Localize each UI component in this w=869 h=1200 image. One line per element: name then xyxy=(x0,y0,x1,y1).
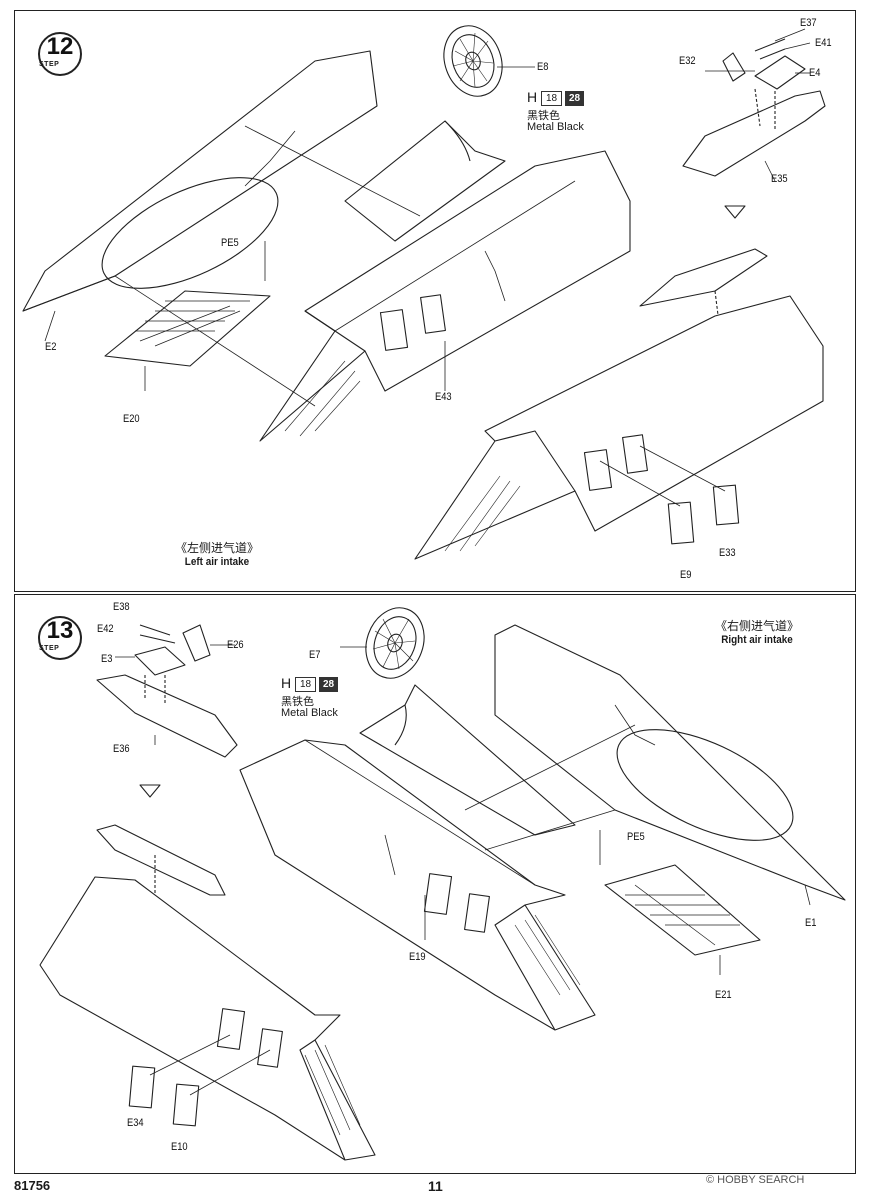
part-label: E20 xyxy=(123,413,140,425)
color-name-cn: 黑铁色 xyxy=(527,110,560,122)
duct-piece-2 xyxy=(359,684,576,836)
intake-title: 《左侧进气道》 Left air intake xyxy=(175,539,259,568)
step-13-badge: 13 STEP xyxy=(37,615,83,661)
arrow-down-2 xyxy=(139,784,161,798)
pod-mounted xyxy=(639,248,768,307)
part-label: E10 xyxy=(171,1141,188,1153)
part-label: E34 xyxy=(127,1117,144,1129)
part-e35-shape xyxy=(682,90,826,177)
color-code-a: 18 xyxy=(541,91,563,106)
part-label: E33 xyxy=(719,547,736,559)
intake-title-en: Right air intake xyxy=(721,634,793,646)
part-label: E37 xyxy=(800,17,817,29)
part-e7-fan xyxy=(365,607,425,679)
part-label: E8 xyxy=(537,61,549,73)
part-label: E38 xyxy=(113,601,130,613)
part-e10-shape xyxy=(172,1083,200,1127)
intake-assembled xyxy=(414,295,824,560)
step-number: 12 xyxy=(46,33,74,60)
part-label: E42 xyxy=(97,623,114,635)
e1-cutout xyxy=(616,729,794,841)
part-e34-shape xyxy=(128,1065,156,1109)
part-e36-shape xyxy=(96,674,238,758)
part-label: E26 xyxy=(227,639,244,651)
color-prefix: H xyxy=(281,675,292,691)
color-code-b: 28 xyxy=(565,91,585,106)
arrow-down-1 xyxy=(724,205,746,219)
step-circle-icon xyxy=(38,616,82,660)
step-13-drawing xyxy=(39,607,846,1161)
part-label: E1 xyxy=(805,917,817,929)
part-label: E4 xyxy=(809,67,821,79)
part-label: E35 xyxy=(771,173,788,185)
step-13-panel: 13 STEP H 18 28 黑铁色 Metal Black E38 E42 … xyxy=(14,594,856,1174)
watermark-logo: © HOBBY SEARCH xyxy=(706,1174,805,1186)
intake-assembled-2 xyxy=(39,876,376,1161)
part-e20-shape xyxy=(104,290,271,367)
color-name-en: Metal Black xyxy=(281,707,338,719)
part-e19-shape xyxy=(239,739,596,1031)
color-name-en: Metal Black xyxy=(527,121,584,133)
part-label: E32 xyxy=(679,55,696,67)
part-label: E2 xyxy=(45,341,57,353)
step-circle-icon xyxy=(38,32,82,76)
color-prefix: H xyxy=(527,89,538,105)
part-e2-shape xyxy=(22,50,378,312)
kit-number: 81756 xyxy=(14,1178,51,1193)
intake-title-cn: 《右侧进气道》 xyxy=(715,619,800,633)
color-code-b: 28 xyxy=(319,677,339,692)
part-label: E41 xyxy=(815,37,832,49)
step-number: 13 xyxy=(46,617,74,644)
part-e33-shape xyxy=(712,484,740,526)
intake-title: 《右侧进气道》 Right air intake xyxy=(715,617,799,646)
intake-title-en: Left air intake xyxy=(184,556,250,568)
step-word: STEP xyxy=(39,645,60,652)
color-name-cn: 黑铁色 xyxy=(281,696,314,708)
pod-mounted-2 xyxy=(96,824,226,896)
part-e9-shape xyxy=(667,501,695,545)
part-label: E36 xyxy=(113,743,130,755)
color-code-a: 18 xyxy=(295,677,317,692)
step-12-badge: 12 STEP xyxy=(37,31,83,77)
part-e1-shape xyxy=(494,624,846,901)
part-label: E7 xyxy=(309,649,321,661)
duct-piece xyxy=(344,120,506,242)
e2-cutout xyxy=(101,177,279,289)
intake-title-cn: 《左侧进气道》 xyxy=(175,541,260,555)
part-label: E43 xyxy=(435,391,452,403)
step-12-drawing xyxy=(22,25,826,560)
part-e21-shape xyxy=(604,864,761,956)
part-label: E21 xyxy=(715,989,732,1001)
page-number: 11 xyxy=(428,1178,443,1194)
part-label: E19 xyxy=(409,951,426,963)
part-label: PE5 xyxy=(221,237,239,249)
part-label: E9 xyxy=(680,569,692,581)
step-12-panel: 12 STEP H 18 28 黑铁色 Metal Black E8 E37 E… xyxy=(14,10,856,592)
part-label: E3 xyxy=(101,653,113,665)
step-word: STEP xyxy=(39,61,60,68)
part-label: PE5 xyxy=(627,831,645,843)
part-e8-fan xyxy=(443,25,503,97)
